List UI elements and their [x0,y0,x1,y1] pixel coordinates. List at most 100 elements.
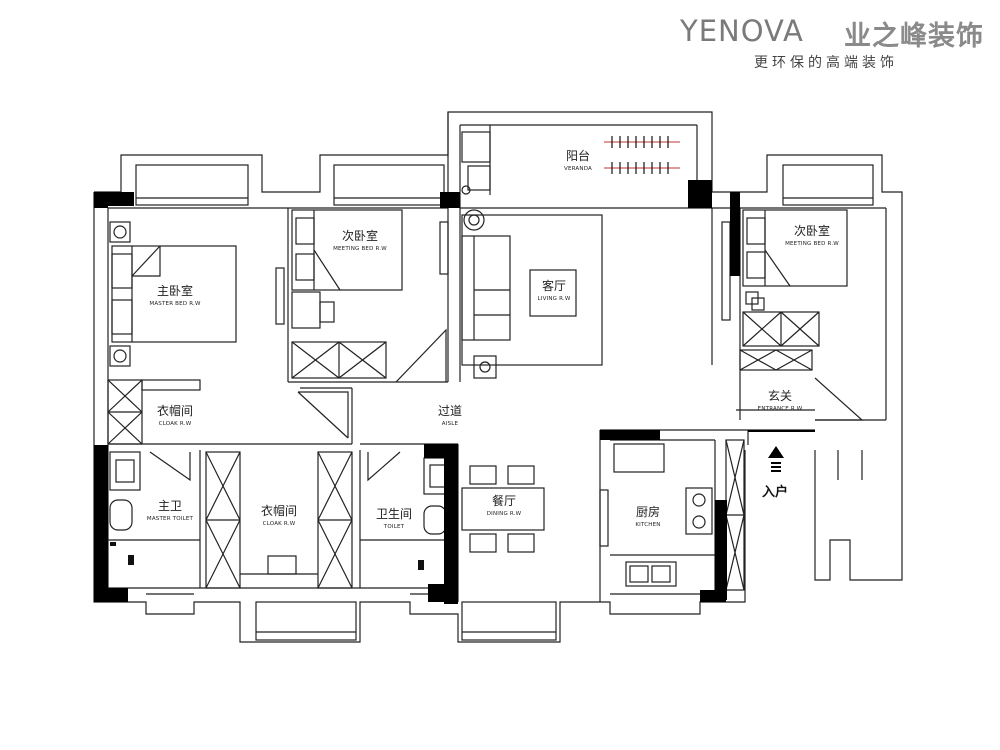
brand-logo: YENOVA 业之峰装饰 更环保的高端装饰 [680,12,998,74]
brand-name-en: YENOVA [680,14,804,48]
entry-arrow-bar [771,470,781,472]
room-label-dining-room: 餐厅 DINING R.W [486,494,522,517]
window-frame [461,601,557,641]
wardrobe-x [291,341,340,379]
balcony-sink [467,165,491,191]
door-swing [149,451,191,482]
pillow [295,253,315,281]
wardrobe-x [107,411,143,445]
cloak-x [205,451,241,521]
balcony-drain [461,185,471,195]
lamp [463,209,485,231]
master-bed [111,245,237,343]
dining-table [461,487,545,531]
wall-block [600,430,660,440]
pillow [111,253,133,289]
washbasin [109,451,141,491]
shelf [141,379,201,391]
cloak-x [317,519,353,589]
bed-fold [131,245,161,277]
room-label-master-toilet: 主卫 MASTER TOILET [146,499,194,522]
door-swing [298,391,349,438]
kitchen-sink [625,561,677,587]
toilet-seat [423,505,447,535]
entry-arrow-bar [771,462,781,464]
cabinet-x [775,349,813,371]
nightstand [751,297,765,311]
wall-block [108,588,128,602]
wall-block [94,192,134,206]
toilet-seat [109,499,133,531]
wall-block [94,445,108,602]
entry-threshold [748,430,815,432]
dining-chair [507,465,535,485]
washbasin-bowl [115,459,135,483]
window-frame [782,164,874,206]
wardrobe-x [742,311,782,347]
floor-drain [128,555,134,565]
door-swing [814,377,864,421]
room-label-master-bedroom: 主卧室 MASTER BED R.W [149,284,201,307]
bed-fold [313,249,341,291]
pillow [295,217,315,245]
floor-drain [418,560,424,570]
side-table [473,355,497,379]
room-label-aisle: 过道 AISLE [437,404,462,427]
nightstand [109,345,131,367]
pillow [111,299,133,335]
outer-wall-left [93,192,746,643]
dining-chair [469,533,497,553]
fridge [613,443,665,473]
nightstand [109,221,131,243]
pillow [746,217,766,245]
wall-block [730,192,740,276]
second-bed-right [742,209,848,287]
desk [291,291,321,329]
sofa [461,235,511,341]
room-label-toilet: 卫生间 TOILET [375,507,412,530]
room-label-cloak-room-2: 衣帽间 CLOAK R.W [260,504,297,527]
outer-wall-right-lower [814,450,903,581]
tv-unit [439,221,449,275]
chair [319,301,335,323]
wardrobe-x [107,379,143,413]
sink-bowl [651,565,671,583]
dining-chair [507,533,535,553]
sink-bowl [629,565,649,583]
shoe-cabinet [739,349,813,371]
room-label-living-room: 客厅 LIVING R.W [537,279,571,302]
lamp [468,214,480,226]
bed-fold [764,249,791,287]
hanger-row [611,136,669,148]
room-label-second-bedroom-left: 次卧室 MEETING BED R.W [333,229,387,252]
cloak-x [317,451,353,521]
cloak-x [205,519,241,589]
shelf-x [725,514,745,591]
bed-fold [132,246,161,277]
room-label-entrance: 玄关 ENTRANCE R.W [757,389,803,412]
room-label-second-bedroom-right: 次卧室 MEETING BED R.W [785,224,839,247]
stool [267,555,297,575]
nightstand-lamp [113,349,127,363]
washbasin-bowl [429,464,447,488]
fixture [110,542,116,546]
dining-chair [469,465,497,485]
room-label-balcony: 阳台 VERANDA [563,149,592,172]
washing-machine [461,131,491,163]
wall-block [715,500,727,600]
entry-arrow-bar [771,466,781,468]
second-bed-left [291,209,403,291]
room-label-cloak-room-1: 衣帽间 CLOAK R.W [156,404,193,427]
entry-label: 入户 [762,485,789,500]
nightstand-lamp [113,225,127,239]
wall-block [688,180,712,208]
coffee-table [529,269,577,317]
hanger-row [611,162,669,174]
wall-shelf [721,221,731,321]
wall-block [444,444,458,604]
room-label-kitchen: 厨房 KITCHEN [635,505,661,528]
shelf-x [725,439,745,516]
brand-name-cn: 业之峰装饰 [844,21,984,52]
stove-burner [692,493,706,507]
